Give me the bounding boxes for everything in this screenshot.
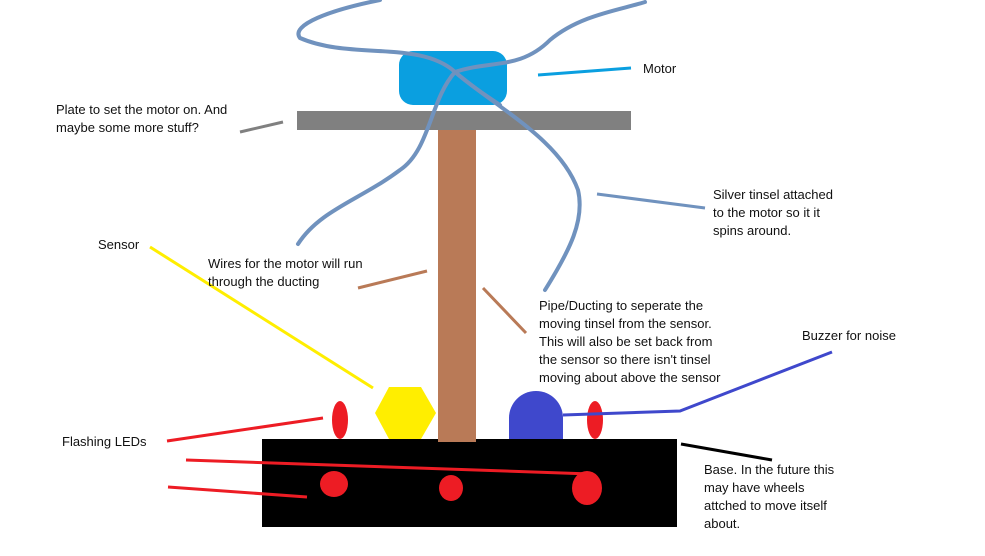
tinsel-strand-left-long bbox=[296, 70, 457, 246]
buzzer-pointer bbox=[562, 350, 833, 417]
led-left-top bbox=[332, 401, 348, 439]
led-base-middle bbox=[439, 475, 463, 501]
motor-plate bbox=[297, 111, 631, 130]
label-tinsel: Silver tinsel attached to the motor so i… bbox=[713, 187, 833, 238]
tinsel-pointer bbox=[596, 192, 706, 210]
pipe-ducting bbox=[438, 129, 476, 442]
base-pointer bbox=[680, 442, 773, 462]
led-base-left bbox=[320, 471, 348, 497]
motor-pointer bbox=[537, 66, 632, 77]
sensor bbox=[375, 387, 436, 439]
plate-pointer bbox=[239, 120, 284, 134]
label-plate: Plate to set the motor on. And maybe som… bbox=[56, 102, 228, 135]
led-right-top bbox=[587, 401, 603, 439]
sensor-pointer bbox=[149, 245, 374, 390]
wires-pointer bbox=[357, 269, 428, 290]
tinsel-strands bbox=[296, 0, 647, 292]
leds-pointer-2 bbox=[185, 458, 592, 476]
buzzer bbox=[509, 391, 563, 439]
label-buzzer: Buzzer for noise bbox=[802, 328, 896, 343]
leds-pointer-3 bbox=[167, 485, 308, 499]
tinsel-strand-center bbox=[453, 70, 502, 107]
label-wires: Wires for the motor will run through the… bbox=[208, 256, 363, 289]
pipe-pointer bbox=[481, 286, 528, 335]
leds-pointer-1 bbox=[166, 416, 324, 443]
led-base-right bbox=[572, 471, 602, 505]
label-motor: Motor bbox=[643, 61, 677, 76]
tinsel-strand-right-top bbox=[453, 0, 647, 74]
label-leds: Flashing LEDs bbox=[62, 434, 147, 449]
tinsel-strand-left-top bbox=[296, 0, 457, 74]
label-base: Base. In the future this may have wheels… bbox=[704, 462, 835, 531]
label-sensor: Sensor bbox=[98, 237, 140, 252]
label-pipe: Pipe/Ducting to seperate the moving tins… bbox=[539, 298, 721, 385]
